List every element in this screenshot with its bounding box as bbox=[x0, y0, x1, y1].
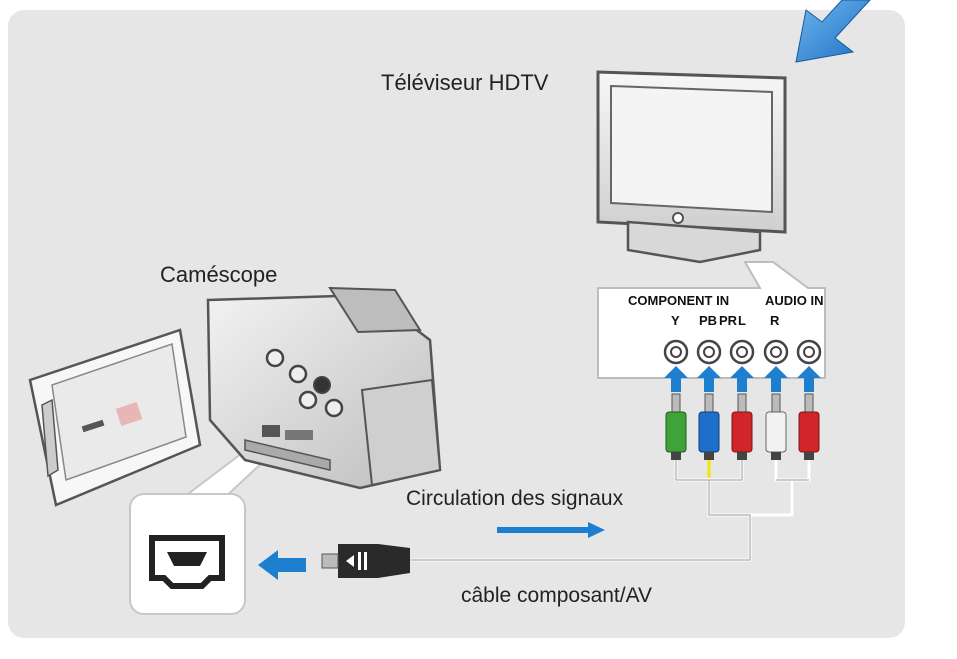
jack-y-socket-icon bbox=[663, 339, 689, 365]
tv-label: Téléviseur HDTV bbox=[381, 70, 549, 95]
jack-label-y: Y bbox=[671, 313, 680, 328]
plug-red-audio-icon bbox=[798, 393, 820, 460]
port-icon bbox=[149, 535, 225, 589]
jack-label-r: R bbox=[770, 313, 780, 328]
up-arrow-icon bbox=[764, 366, 788, 392]
plug-green-icon bbox=[665, 393, 687, 460]
component-in-header: COMPONENT IN bbox=[628, 293, 730, 308]
jack-r-socket-icon bbox=[796, 339, 822, 365]
plug-red-icon bbox=[731, 393, 753, 460]
av-plug-icon bbox=[321, 544, 410, 578]
up-arrow-icon bbox=[697, 366, 721, 392]
up-arrow-icon bbox=[664, 366, 688, 392]
jack-pr-socket-icon bbox=[729, 339, 755, 365]
signal-flow-arrow-icon bbox=[497, 522, 605, 538]
plug-blue-icon bbox=[698, 393, 720, 460]
jack-label-l: L bbox=[738, 313, 746, 328]
up-arrow-icon bbox=[797, 366, 821, 392]
jack-label-pr: PR bbox=[719, 313, 738, 328]
cable-wiring bbox=[410, 460, 811, 562]
jack-pb-socket-icon bbox=[696, 339, 722, 365]
pointer-arrow-icon bbox=[795, 0, 871, 63]
camcorder-illustration bbox=[28, 286, 442, 507]
upward-arrows bbox=[664, 366, 821, 392]
plug-white-icon bbox=[765, 393, 787, 460]
tv-illustration bbox=[596, 70, 787, 264]
jack-sockets bbox=[663, 339, 822, 365]
cable-label: câble composant/AV bbox=[461, 584, 653, 607]
camcorder-label: Caméscope bbox=[160, 262, 278, 287]
audio-in-header: AUDIO IN bbox=[765, 293, 824, 308]
signal-flow-label: Circulation des signaux bbox=[406, 487, 624, 510]
jack-label-pb: PB bbox=[699, 313, 718, 328]
rca-plugs bbox=[665, 393, 820, 460]
up-arrow-icon bbox=[730, 366, 754, 392]
left-arrow-icon bbox=[258, 550, 306, 580]
jack-l-socket-icon bbox=[763, 339, 789, 365]
